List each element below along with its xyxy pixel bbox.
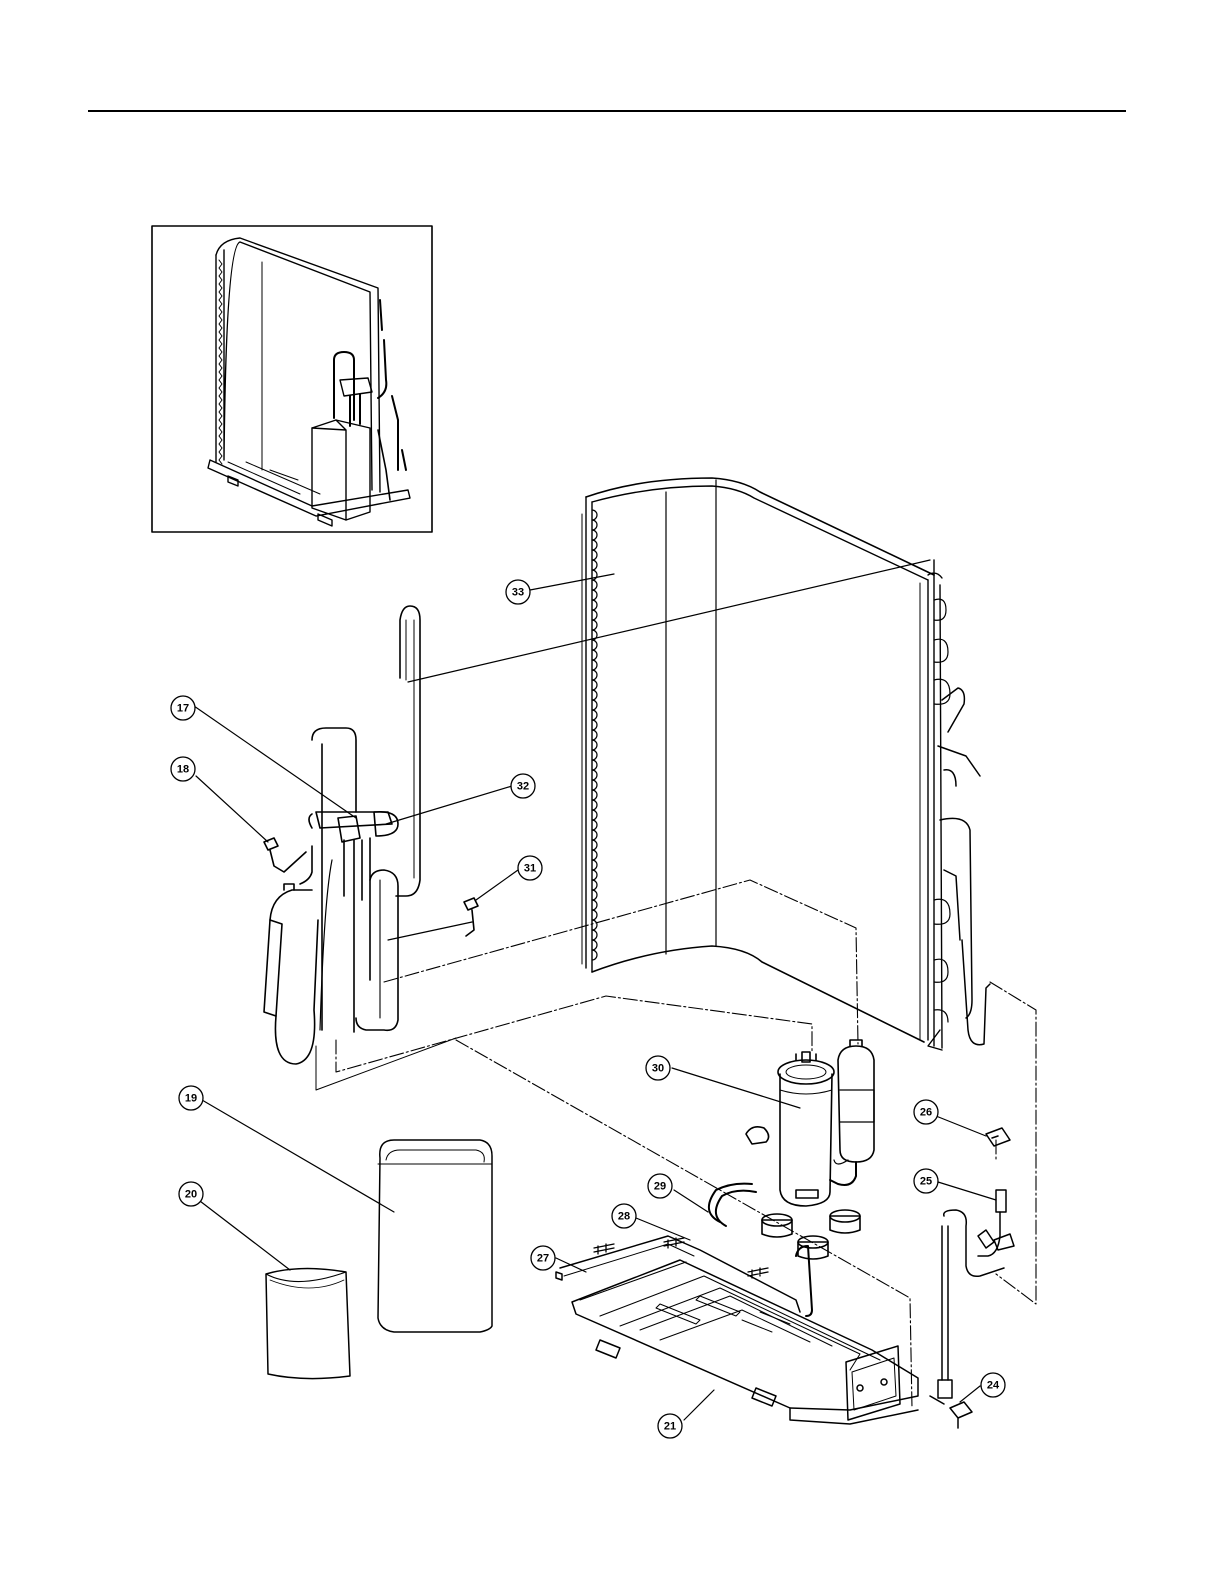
callout-number: 32: [517, 781, 529, 793]
callout-26: 26: [914, 1100, 938, 1124]
inset-overview: [152, 226, 432, 532]
callout-number: 17: [177, 703, 189, 715]
compressor: [746, 1040, 874, 1259]
wire-harness: [709, 1184, 756, 1226]
callout-number: 21: [664, 1421, 676, 1433]
callout-29: 29: [648, 1174, 672, 1198]
callout-32: 32: [511, 774, 535, 798]
condenser-coil: [582, 478, 990, 1050]
callout-number: 29: [654, 1181, 666, 1193]
callout-markers: 17 18 19 20 24 25 26 27 28 29 30 31 32 33 21: [171, 580, 1005, 1438]
callout-21: 21: [658, 1414, 682, 1438]
connection-lines: [336, 880, 1036, 1408]
callout-18: 18: [171, 757, 195, 781]
callout-number: 19: [185, 1093, 197, 1105]
callout-number: 26: [920, 1107, 932, 1119]
callout-25: 25: [914, 1169, 938, 1193]
callout-number: 27: [537, 1253, 549, 1265]
callout-20: 20: [179, 1182, 203, 1206]
callout-17: 17: [171, 696, 195, 720]
callout-number: 31: [524, 863, 536, 875]
valve-parts: [938, 1128, 1014, 1398]
callout-33: 33: [506, 580, 530, 604]
callout-number: 20: [185, 1189, 197, 1201]
callout-30: 30: [646, 1056, 670, 1080]
callout-24: 24: [981, 1373, 1005, 1397]
callout-19: 19: [179, 1086, 203, 1110]
callout-27: 27: [531, 1246, 555, 1270]
sound-jacket-wrap: [266, 1268, 350, 1378]
callout-number: 25: [920, 1176, 932, 1188]
callout-number: 30: [652, 1063, 664, 1075]
callout-number: 33: [512, 587, 524, 599]
service-valve: [930, 1396, 972, 1428]
callout-number: 18: [177, 764, 189, 776]
sound-jacket-panel: [378, 1140, 492, 1332]
callout-31: 31: [518, 856, 542, 880]
callout-number: 24: [987, 1380, 1000, 1392]
callout-number: 28: [618, 1211, 630, 1223]
callout-28: 28: [612, 1204, 636, 1228]
base-pan: [556, 1236, 918, 1424]
